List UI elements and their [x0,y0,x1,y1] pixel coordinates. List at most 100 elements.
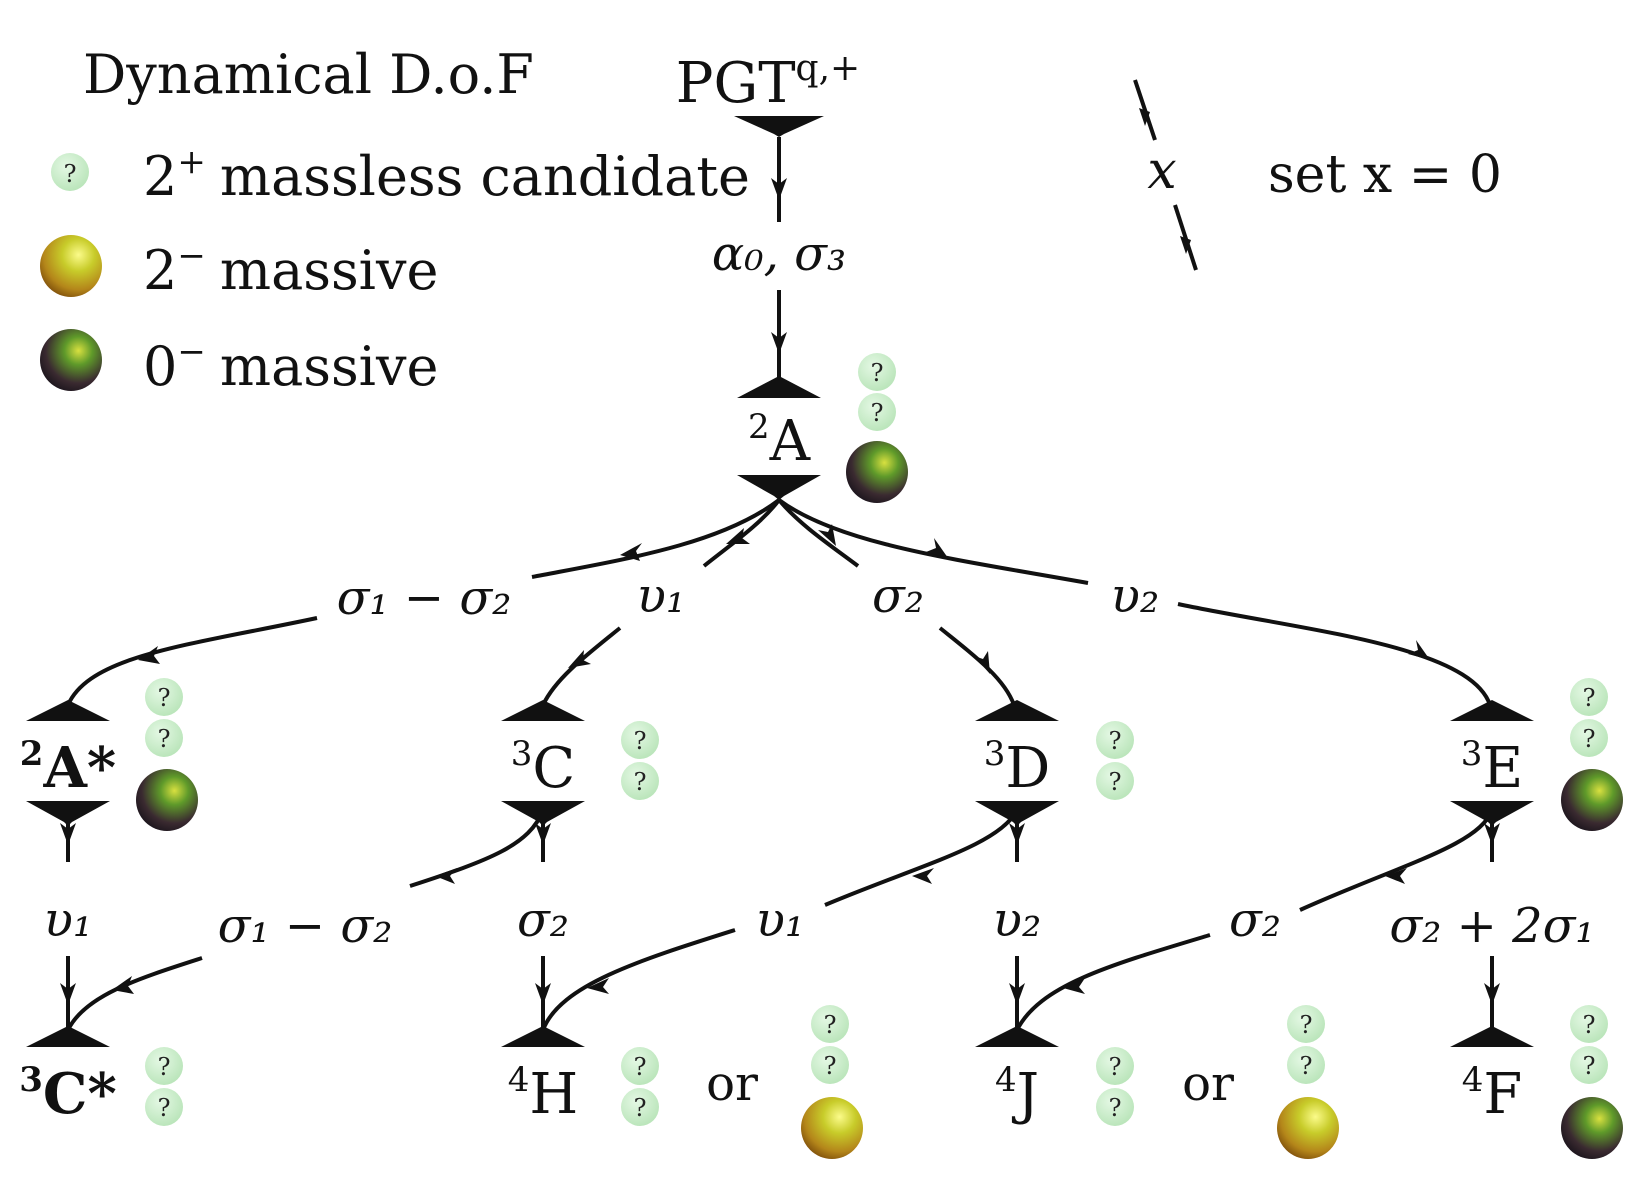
arrowhead-icon [1139,108,1150,126]
node-label-3D: 3D [984,734,1051,801]
or-label: or [1182,1056,1234,1112]
arrowhead-icon [1385,868,1407,884]
massless-dof-icon [1096,721,1134,759]
node-2A[interactable]: 2A ? ? [737,353,908,503]
massive-0minus-icon [40,329,102,391]
massless-dof-icon [51,153,89,191]
node-label-root: PGTq,+ [676,48,860,116]
node-label-4H: 4H [508,1060,578,1127]
arrowheads [60,178,1500,1005]
edge-label-E3-F4: σ₂ + 2σ₁ [1389,898,1594,954]
edge-label-D3-J4: υ₂ [993,892,1041,948]
arrowhead-icon [1063,978,1085,994]
question-mark: ? [158,1053,171,1081]
node-label-2A-star: 2A* [20,734,116,801]
node-label-3C-star: 3C* [19,1060,117,1127]
dof-stack: ? ? [1561,1005,1623,1159]
node-top-wedge-icon [975,700,1059,721]
question-mark: ? [634,1094,647,1122]
question-mark: ? [1583,725,1596,753]
node-4J[interactable]: 4J ? ? or ? ? [975,1005,1339,1159]
question-mark: ? [158,1094,171,1122]
arrowhead-icon [912,868,934,884]
node-label-4J: 4J [995,1060,1039,1127]
massless-dof-icon [1096,762,1134,800]
massive-0minus-icon [136,769,198,831]
question-mark: ? [634,1053,647,1081]
question-mark: ? [871,399,884,427]
node-2A-star[interactable]: 2A* ? ? [20,678,198,831]
dof-stack: ? ? [621,721,659,800]
node-bottom-wedge-icon [734,116,824,137]
arrowhead-icon [1180,236,1191,254]
massless-dof-icon [621,721,659,759]
nodes: PGTq,+ 2A ? ? 2A* ? ? [19,48,1623,1159]
node-bottom-wedge-icon [26,801,110,826]
massless-dof-icon [145,678,183,716]
massless-dof-icon [1096,1047,1134,1085]
question-mark: ? [1583,684,1596,712]
node-3E[interactable]: 3E ? ? [1450,678,1623,831]
dof-stack: ? ? [1561,678,1623,831]
massless-dof-icon [145,1047,183,1085]
node-top-wedge-icon [1450,1026,1534,1047]
massless-dof-icon [1570,1046,1608,1084]
node-bottom-wedge-icon [1450,801,1534,826]
question-mark: ? [824,1052,837,1080]
dof-stack: ? ? [136,678,198,831]
arrowhead-icon [568,650,591,668]
arrowhead-icon [771,178,787,200]
edge-label-A2-D3: σ₂ [872,568,924,624]
dof-stack: ? ? [1096,721,1134,800]
node-bottom-wedge-icon [501,801,585,826]
node-3D[interactable]: 3D ? ? [975,700,1134,826]
node-4F[interactable]: 4F ? ? [1450,1005,1623,1159]
massless-dof-icon [621,1047,659,1085]
node-label-4F: 4F [1462,1060,1523,1127]
massive-2minus-icon [801,1097,863,1159]
arrowhead-icon [60,823,76,845]
node-root-pgt[interactable]: PGTq,+ [676,48,860,137]
node-top-wedge-icon [1450,700,1534,721]
legend-item-massive-2minus: 2−massive [40,235,438,302]
question-mark: ? [1109,727,1122,755]
question-mark: ? [1300,1011,1313,1039]
question-mark: ? [824,1011,837,1039]
arrowhead-icon [138,646,160,664]
key-text: set x = 0 [1268,145,1502,205]
massless-dof-icon [858,393,896,431]
node-3C-star[interactable]: 3C* ? ? [19,1026,183,1127]
arrowhead-icon [818,524,836,546]
massless-dof-icon [1570,719,1608,757]
or-label: or [706,1056,758,1112]
massive-0minus-icon [1561,769,1623,831]
dof-stack: ? ? [846,353,908,503]
node-label-3C: 3C [511,734,576,801]
question-mark: ? [1583,1011,1596,1039]
legend-title: Dynamical D.o.F [83,43,534,106]
arrowhead-icon [771,332,787,354]
question-mark: ? [1109,1053,1122,1081]
edge-label-A2s-C3s: υ₁ [44,892,92,948]
massless-dof-icon [858,353,896,391]
massless-dof-icon [811,1005,849,1043]
node-top-wedge-icon [501,1026,585,1047]
dof-stack: ? ? [145,1047,183,1126]
massless-dof-icon [811,1046,849,1084]
key-variable: x [1147,141,1176,201]
arrowhead-icon [726,528,750,544]
node-label-2A: 2A [748,407,811,474]
node-3C[interactable]: 3C ? ? [501,700,659,826]
massive-0minus-icon [846,441,908,503]
arrowhead-icon [435,868,457,884]
node-top-wedge-icon [26,1026,110,1047]
node-4H[interactable]: 4H ? ? or ? ? [501,1005,863,1159]
arrowhead-icon [1009,983,1025,1005]
arrowhead-icon [1408,640,1430,660]
massless-dof-icon [1570,1005,1608,1043]
legend-label-massive-0minus: 0−massive [143,332,438,398]
question-mark: ? [634,768,647,796]
massive-2minus-icon [1277,1097,1339,1159]
massive-0minus-icon [1561,1097,1623,1159]
